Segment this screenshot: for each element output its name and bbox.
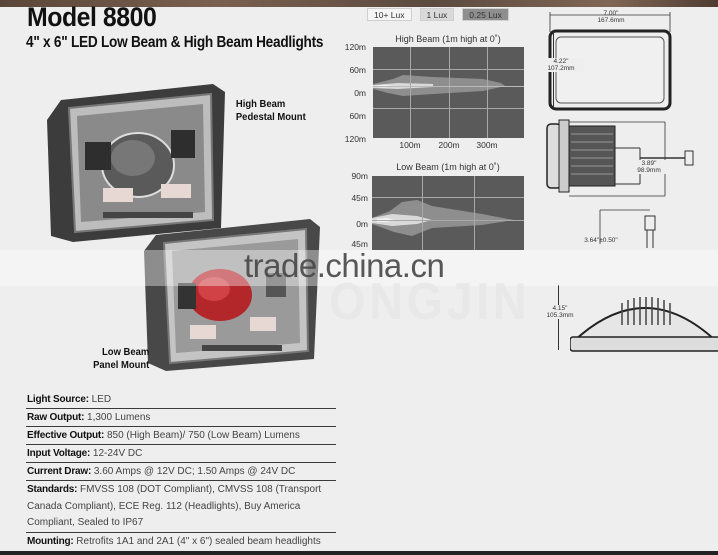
high-beam-plot — [373, 47, 524, 138]
mount-dimension: 3.64"±0.50" — [584, 237, 618, 244]
top-dimension-drawing — [569, 285, 718, 360]
low-beam-pattern — [372, 200, 514, 236]
spec-value: 1,300 Lumens — [84, 412, 151, 423]
legend-10-lux: 10+ Lux — [367, 8, 412, 21]
dim-value: 107.2mm — [547, 65, 575, 72]
spec-value: 12-24V DC — [90, 448, 143, 459]
caption-line: Panel Mount — [93, 359, 150, 371]
y-tick: 45m — [351, 193, 368, 203]
spec-key: Current Draw: — [27, 466, 92, 477]
x-tick: 100m — [399, 140, 421, 150]
depth-dimension: 3.89" 98.9mm — [632, 160, 666, 174]
high-beam-chart-title: High Beam (1m high at 0˚) — [395, 34, 501, 44]
spec-value: LED — [88, 394, 112, 405]
spec-value: 3.60 Amps @ 12V DC; 1.50 Amps @ 24V DC — [91, 466, 296, 477]
ghost-brand-text: ONGJIN — [329, 273, 531, 331]
spec-row-input-voltage: Input Voltage: 12-24V DC — [26, 445, 336, 463]
x-tick: 300m — [476, 140, 498, 150]
y-tick: 0m — [354, 88, 366, 98]
spec-row-mounting: Mounting: Retrofits 1A1 and 2A1 (4" x 6"… — [26, 533, 336, 551]
spec-row-standards: Standards: FMVSS 108 (DOT Compliant), CM… — [26, 481, 336, 533]
spec-key: Light Source: — [27, 394, 89, 405]
high-beam-caption: High Beam Pedestal Mount — [236, 98, 306, 124]
y-tick: 60m — [349, 111, 366, 121]
dim-value: 7.00" — [603, 10, 619, 17]
high-beam-headlight-image — [43, 80, 228, 255]
spec-value: FMVSS 108 (DOT Compliant), CMVSS 108 (Tr… — [27, 484, 322, 528]
lux-legend: 10+ Lux 1 Lux 0.25 Lux — [367, 8, 509, 21]
caption-line: High Beam — [235, 98, 286, 110]
caption-line: Pedestal Mount — [235, 111, 306, 123]
caption-line: Low Beam — [102, 346, 150, 358]
low-beam-headlight-image — [142, 213, 322, 383]
bottom-border — [0, 551, 718, 555]
dim-value: 98.9mm — [637, 167, 661, 174]
dim-value: 4.22" — [553, 58, 569, 65]
page-title: Model 8800 — [27, 2, 157, 32]
low-beam-plot — [372, 176, 524, 250]
spec-row-raw-output: Raw Output: 1,300 Lumens — [26, 409, 336, 427]
watermark-text: trade.china.cn — [244, 247, 445, 284]
low-beam-chart-title: Low Beam (1m high at 0˚) — [396, 162, 500, 172]
side-dimension-drawing — [545, 118, 695, 203]
y-tick: 120m — [344, 134, 366, 144]
spec-key: Standards: — [27, 484, 78, 495]
dim-value: 105.3mm — [546, 312, 574, 319]
x-tick: 200m — [438, 140, 460, 150]
legend-0-25-lux: 0.25 Lux — [462, 8, 509, 21]
spec-table: Light Source: LED Raw Output: 1,300 Lume… — [26, 391, 336, 550]
y-tick: 60m — [349, 65, 366, 75]
low-beam-caption: Low Beam Panel Mount — [93, 346, 149, 372]
dim-value: 3.89" — [641, 160, 657, 167]
y-tick: 45m — [351, 239, 368, 249]
bottom-height-dimension: 4.15" 105.3mm — [540, 305, 580, 319]
spec-row-effective-output: Effective Output: 850 (High Beam)/ 750 (… — [26, 427, 336, 445]
y-tick: 90m — [351, 171, 368, 181]
top-border — [0, 0, 718, 7]
spec-row-light-source: Light Source: LED — [26, 391, 336, 409]
spec-key: Input Voltage: — [27, 448, 91, 459]
legend-1-lux: 1 Lux — [419, 8, 455, 21]
spec-value: Retrofits 1A1 and 2A1 (4" x 6") sealed b… — [73, 535, 321, 547]
mount-dimension-drawing — [595, 208, 675, 253]
y-tick: 120m — [344, 42, 366, 52]
spec-row-current-draw: Current Draw: 3.60 Amps @ 12V DC; 1.50 A… — [26, 463, 336, 481]
page-subtitle: 4" x 6" LED Low Beam & High Beam Headlig… — [26, 34, 324, 51]
spec-key: Raw Output: — [27, 412, 85, 423]
height-dimension: 4.22" 107.2mm — [538, 58, 584, 72]
dim-value: 167.6mm — [597, 17, 625, 24]
dim-value: 4.15" — [552, 305, 568, 312]
spec-value: 850 (High Beam)/ 750 (Low Beam) Lumens — [104, 430, 300, 441]
spec-key: Mounting: — [27, 535, 74, 547]
watermark-band — [0, 250, 718, 286]
spec-key: Effective Output: — [27, 430, 105, 441]
y-tick: 0m — [356, 219, 368, 229]
width-dimension: 7.00" 167.6mm — [581, 10, 641, 24]
